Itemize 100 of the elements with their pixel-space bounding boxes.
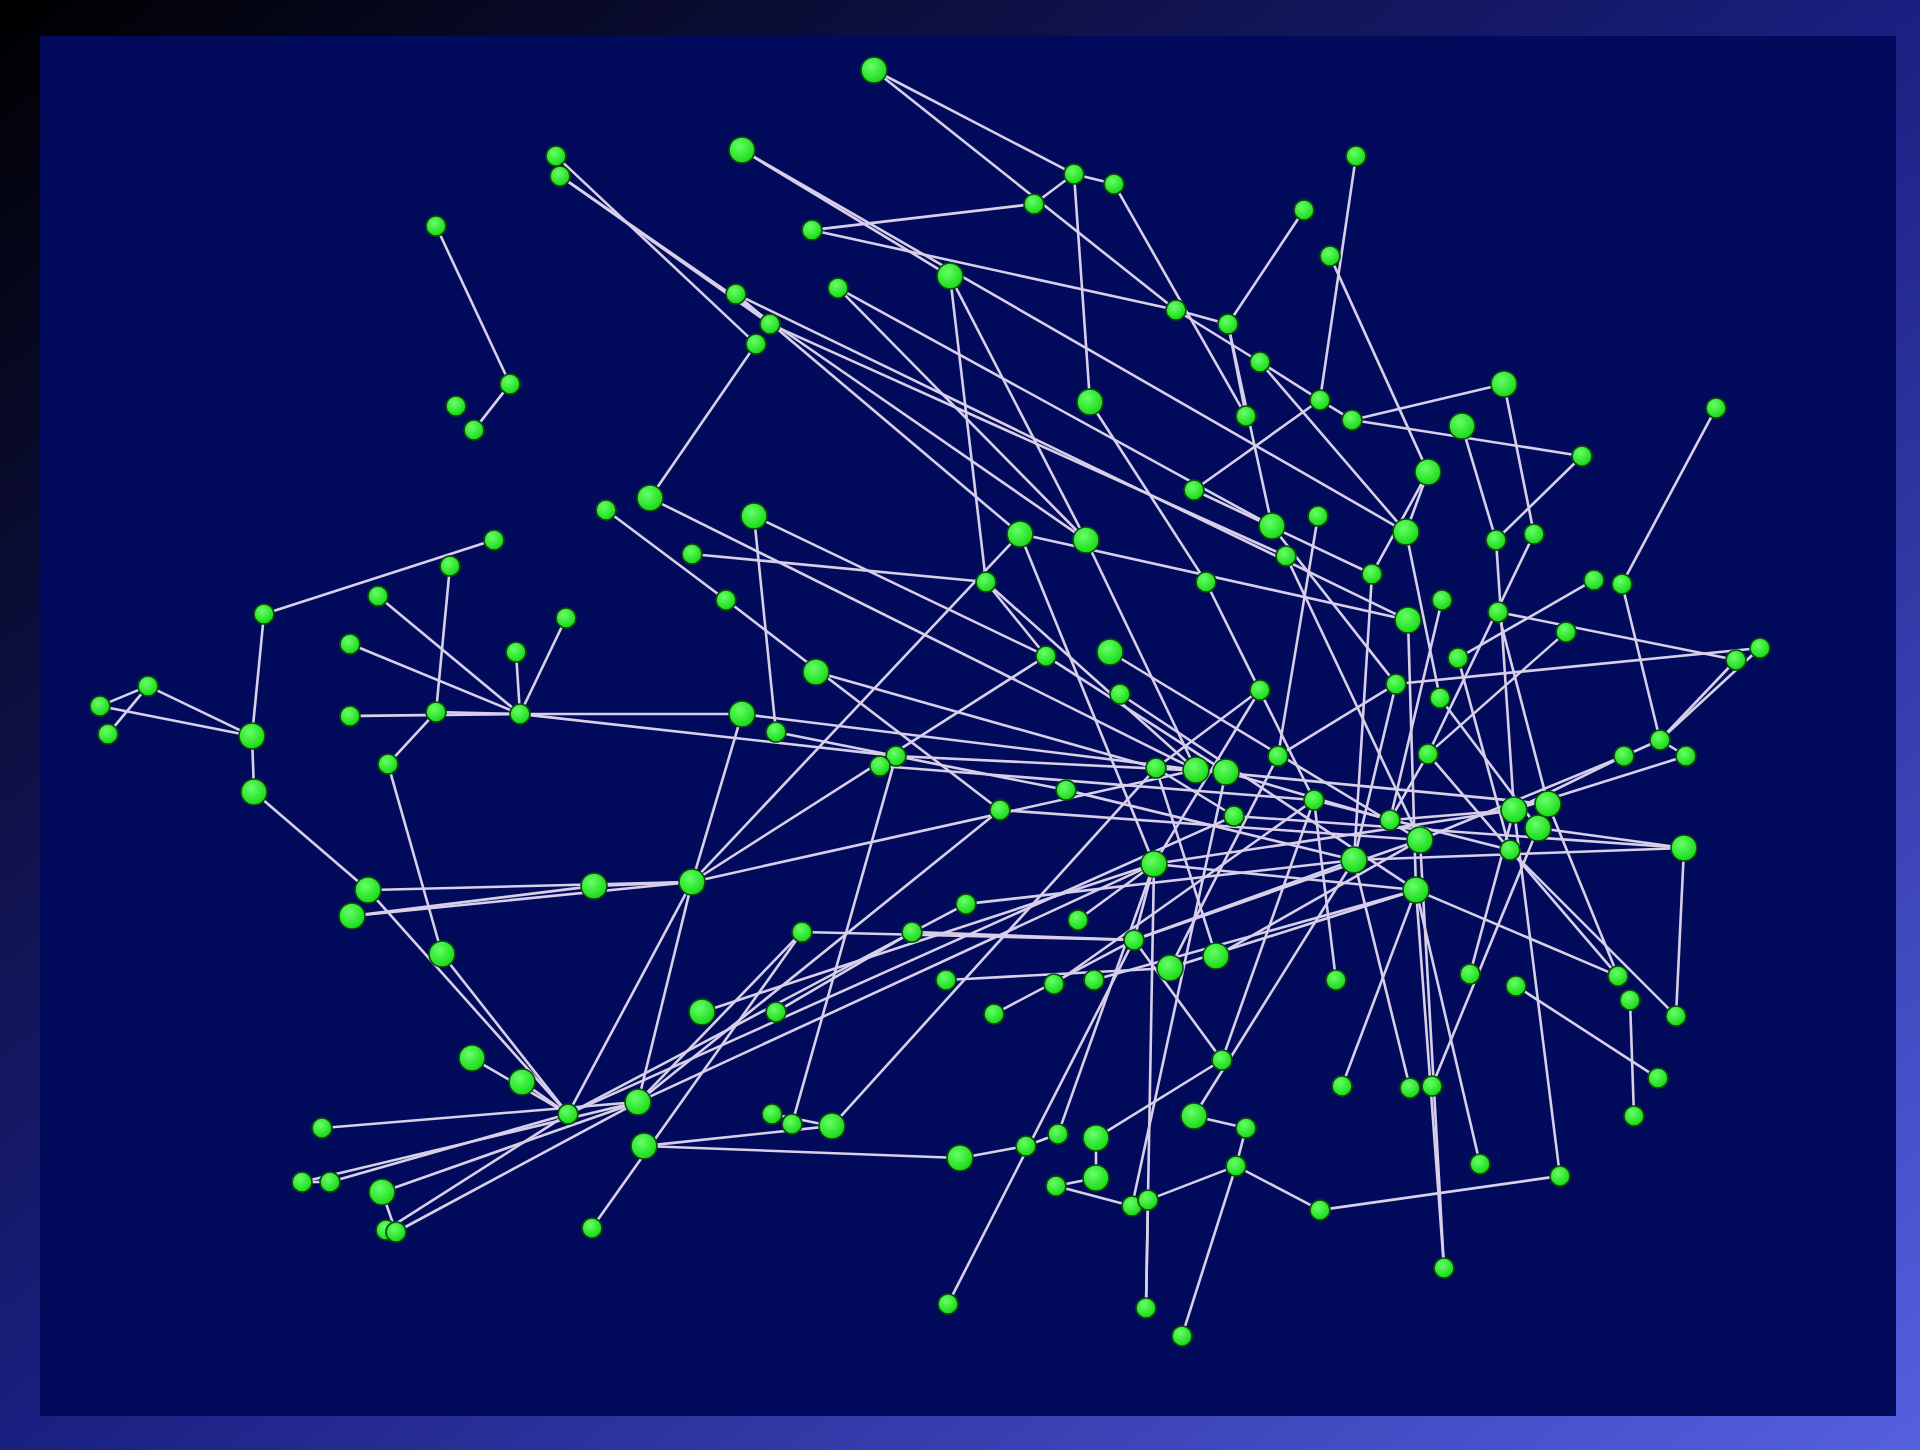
- connector-line: [530, 712, 729, 716]
- connector-line: [785, 732, 1057, 790]
- connector-line: [656, 1145, 948, 1159]
- connector-line: [358, 646, 512, 712]
- connector-line: [1209, 590, 1311, 792]
- connector-line: [1002, 943, 1126, 1011]
- connector-line: [311, 1103, 626, 1181]
- network-node: [240, 778, 268, 806]
- connector-line: [1156, 1168, 1228, 1198]
- connector-line: [1323, 801, 1501, 849]
- network-node: [354, 876, 382, 904]
- connector-line: [883, 77, 1169, 305]
- connector-line: [1666, 653, 1754, 735]
- network-node: [1402, 876, 1430, 904]
- connector-line: [1355, 693, 1395, 848]
- connector-line: [656, 1126, 820, 1146]
- network-node: [728, 136, 756, 164]
- connector-line: [1361, 420, 1573, 456]
- connector-line: [1279, 535, 1391, 677]
- connector-line: [1366, 847, 1672, 861]
- connector-line: [1507, 612, 1727, 660]
- network-node: [860, 56, 888, 84]
- connector-line: [1041, 178, 1067, 200]
- connector-line: [821, 203, 1025, 231]
- network-node: [1076, 388, 1104, 416]
- network-node: [368, 1178, 396, 1206]
- connector-line: [389, 773, 440, 942]
- connector-line: [1675, 860, 1685, 1007]
- network-node: [338, 902, 366, 930]
- connector-line: [1407, 632, 1417, 878]
- connector-line: [783, 935, 905, 1009]
- connector-line: [1632, 742, 1652, 754]
- connector-line: [404, 1107, 628, 1229]
- network-node: [458, 1044, 486, 1072]
- connector-line: [1434, 839, 1535, 1078]
- connector-line: [1085, 870, 1145, 916]
- connector-line: [393, 1118, 561, 1226]
- connector-line: [1434, 637, 1560, 749]
- connector-line: [744, 297, 1397, 616]
- connector-line: [704, 771, 1184, 881]
- network-node: [1670, 834, 1698, 862]
- connector-line: [713, 866, 1143, 1010]
- network-node: [1212, 758, 1240, 786]
- connector-line: [639, 894, 691, 1090]
- connector-line: [1344, 901, 1413, 1078]
- connector-line: [1265, 368, 1399, 523]
- connector-line: [1127, 698, 1406, 884]
- network-node: [636, 484, 664, 512]
- connector-line: [1514, 822, 1561, 1167]
- connector-line: [1550, 828, 1672, 848]
- connector-line: [479, 391, 505, 423]
- connector-line: [1120, 657, 1410, 835]
- connector-line: [109, 706, 240, 735]
- network-node: [1202, 942, 1230, 970]
- connector-line: [1285, 688, 1389, 752]
- network-node: [1392, 518, 1420, 546]
- connector-line: [752, 155, 1396, 527]
- connector-line: [1060, 875, 1151, 1125]
- network-node: [1072, 526, 1100, 554]
- connector-line: [364, 886, 582, 916]
- connector-line: [1445, 705, 1532, 819]
- connector-line: [439, 234, 507, 376]
- connector-line: [113, 692, 143, 728]
- connector-line: [1419, 852, 1445, 1259]
- connector-line: [884, 74, 1066, 171]
- connector-line: [375, 898, 563, 1108]
- network-node: [1340, 846, 1368, 874]
- connector-line: [955, 967, 1158, 981]
- connector-line: [596, 939, 798, 1221]
- network-node: [630, 1132, 658, 1160]
- connector-line: [1244, 1169, 1312, 1207]
- connector-line: [567, 180, 1077, 534]
- network-node: [688, 998, 716, 1026]
- network-node: [1006, 520, 1034, 548]
- network-node: [580, 872, 608, 900]
- connector-line: [1183, 314, 1253, 358]
- connector-line: [1629, 1009, 1635, 1107]
- connector-line: [435, 575, 451, 703]
- connector-line: [1142, 863, 1343, 938]
- connector-line: [1202, 493, 1364, 571]
- connector-line: [1375, 482, 1423, 566]
- connector-line: [1313, 809, 1337, 971]
- connector-line: [529, 713, 887, 757]
- connector-line: [1166, 810, 1502, 864]
- connector-line: [765, 520, 1038, 653]
- connector-line: [781, 1114, 820, 1125]
- connector-line: [1075, 791, 1342, 859]
- network-node: [1490, 370, 1518, 398]
- connector-line: [754, 714, 1184, 770]
- connector-line: [889, 765, 1305, 801]
- connector-line: [1355, 872, 1409, 1079]
- connector-line: [1226, 845, 1410, 951]
- connector-line: [576, 907, 958, 1111]
- connector-line: [263, 799, 359, 883]
- connector-line: [975, 860, 1342, 905]
- connector-line: [156, 689, 241, 732]
- connector-line: [1471, 822, 1512, 965]
- connector-line: [754, 528, 777, 723]
- connector-line: [331, 1101, 626, 1129]
- connector-line: [1523, 990, 1651, 1074]
